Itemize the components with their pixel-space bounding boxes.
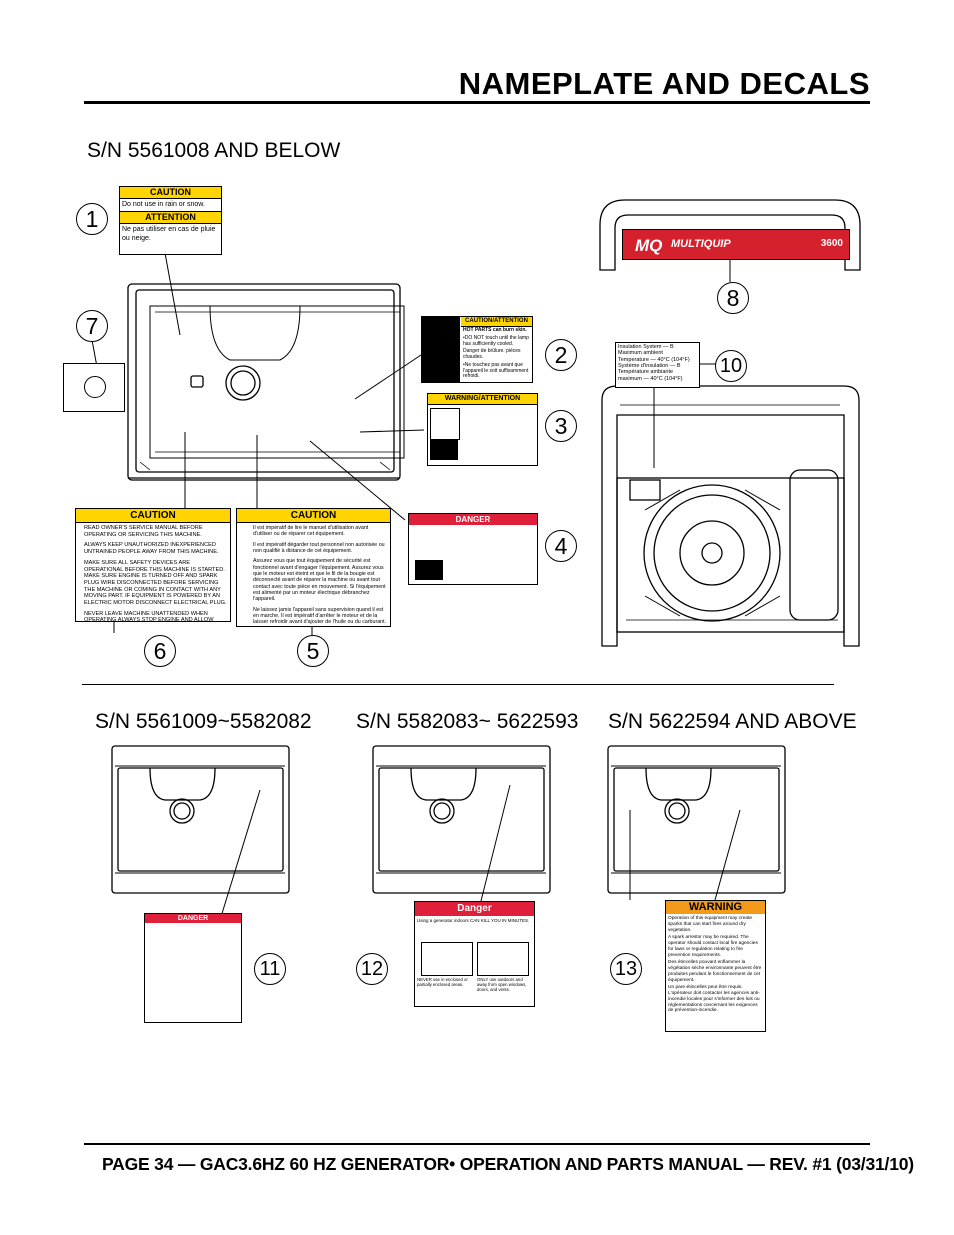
top-rule xyxy=(84,101,870,104)
house-icon xyxy=(421,942,473,976)
callout-1: 1 xyxy=(76,203,108,235)
decal-4-danger: DANGER xyxy=(408,513,538,585)
decal12-line3: ONLY use outdoors and away from open win… xyxy=(477,977,527,992)
decal2-line4: •Ne touchez pas avant que l'appareil le … xyxy=(463,361,529,380)
decal3-header: WARNING/ATTENTION xyxy=(428,394,537,405)
decal5-header: CAUTION xyxy=(237,509,390,523)
insulation-line: Température ambiante xyxy=(618,369,674,376)
insulation-line: maximum — 40°C (104°F) xyxy=(618,375,683,382)
page-title: NAMEPLATE AND DECALS xyxy=(458,66,870,101)
decal2-line1: HOT PARTS can burn skin. xyxy=(463,327,527,333)
decal-2-hot-parts: CAUTION/ATTENTION HOT PARTS can burn ski… xyxy=(421,316,533,383)
decal2-line3: Danger de brûlure. pièces chaudes. xyxy=(463,348,521,360)
decal6-item: ALWAYS KEEP UNAUTHORIZED INEXPERIENCED U… xyxy=(84,542,219,556)
outdoor-icon xyxy=(477,942,529,976)
shock-hazard-icon xyxy=(415,536,437,558)
burn-hazard-icon xyxy=(422,317,460,382)
decal6-item: READ OWNER'S SERVICE MANUAL BEFORE OPERA… xyxy=(84,525,203,538)
decal11-header: DANGER xyxy=(145,914,241,923)
callout-12: 12 xyxy=(356,953,388,985)
decal13-p4: Un pare-étincelles peut être requis. L'o… xyxy=(668,985,760,1014)
callout-10: 10 xyxy=(715,350,747,382)
insulation-line: Système d'insulation — B xyxy=(618,362,681,369)
page-footer: PAGE 34 — GAC3.6HZ 60 HZ GENERATOR• OPER… xyxy=(102,1154,914,1174)
decal6-item: MAKE SURE ALL SAFETY DEVICES ARE OPERATI… xyxy=(84,559,227,607)
section-label-2: S/N 5561009~5582082 xyxy=(95,710,312,733)
decal5-item: Il est impératif de lire le manuel d'uti… xyxy=(253,525,369,538)
decal5-item: Assurez vous que tout équipement de sécu… xyxy=(253,558,386,603)
section-label-4: S/N 5622594 AND ABOVE xyxy=(608,710,857,733)
mq-logo: MQ xyxy=(635,236,663,255)
section-divider xyxy=(82,684,834,685)
callout-6: 6 xyxy=(144,635,176,667)
bottom-rule xyxy=(84,1143,870,1145)
decal-5-caution-french: CAUTION Il est impératif de lire le manu… xyxy=(236,508,391,627)
decal12-line2: NEVER use in enclosed or partially enclo… xyxy=(417,977,468,987)
decal2-line2: •DO NOT touch until the lamp has suffici… xyxy=(463,334,529,347)
decal-13-warning-spark: WARNING Operation of this equipment may … xyxy=(665,900,766,1032)
decal13-p1: Operation of this equipment may create s… xyxy=(668,916,752,933)
decal2-header: CAUTION/ATTENTION xyxy=(461,317,532,327)
generator-handle-frame xyxy=(599,199,861,271)
decal-3-warning: WARNING/ATTENTION xyxy=(427,393,538,466)
callout-3: 3 xyxy=(545,410,577,442)
insulation-line: Temperature — 40°C (104°F) xyxy=(618,356,690,363)
insulation-line: Insulation System — B xyxy=(618,344,674,350)
callout-11: 11 xyxy=(254,953,286,985)
decal12-header: Danger xyxy=(415,902,534,916)
decal6-item: NEVER LEAVE MACHINE UNATTENDED WHEN OPER… xyxy=(84,610,214,622)
section-label-3: S/N 5582083~ 5622593 xyxy=(356,710,579,733)
callout-5: 5 xyxy=(297,635,329,667)
decal13-header: WARNING xyxy=(666,901,765,914)
exhaust-hazard-icon xyxy=(430,408,460,440)
generator-top-view-2 xyxy=(111,745,290,921)
callout-4: 4 xyxy=(545,530,577,562)
decal5-item: Ne laissez jamis l'appareil sans supervi… xyxy=(253,606,387,626)
callout-8: 8 xyxy=(717,282,749,314)
decal-1-rain-caution: CAUTION Do not use in rain or snow. ATTE… xyxy=(119,186,222,255)
callout-2: 2 xyxy=(545,339,577,371)
callout-13: 13 xyxy=(610,953,642,985)
decal-8-nameplate: MQ MULTIQUIP 3600 xyxy=(622,229,850,260)
caution-text: Do not use in rain or snow. xyxy=(122,201,205,208)
decal-6-caution-english: CAUTION READ OWNER'S SERVICE MANUAL BEFO… xyxy=(75,508,231,622)
generator-front-view xyxy=(601,385,860,647)
section-label-1: S/N 5561008 AND BELOW xyxy=(87,139,341,162)
exhaust-label-box xyxy=(430,440,458,460)
caution-header: CAUTION xyxy=(120,187,221,199)
decal4-header: DANGER xyxy=(409,514,537,525)
generator-top-view-3 xyxy=(372,745,551,906)
decal13-p3: Des étincelles pouvant enflammer la végé… xyxy=(668,960,762,983)
decal-11-danger: DANGER xyxy=(144,913,242,1023)
generator-top-view-4 xyxy=(607,745,786,901)
model-number: 3600 xyxy=(820,238,843,249)
decal13-p2: A spark arrestor may be required. The op… xyxy=(668,935,758,958)
decal-10-insulation: Insulation System — B Maximum ambient Te… xyxy=(615,342,700,388)
attention-header: ATTENTION xyxy=(120,211,221,225)
callout-7: 7 xyxy=(76,310,108,342)
decal12-line1: Using a generator indoors CAN KILL YOU I… xyxy=(417,918,530,923)
insulation-line: Maximum ambient xyxy=(618,350,663,357)
brand-name: MULTIQUIP xyxy=(671,238,731,250)
attention-text: Ne pas utiliser en cas de pluie ou neige… xyxy=(122,226,216,242)
shock-label-box xyxy=(415,560,443,580)
decal-12-danger-co: Danger Using a generator indoors CAN KIL… xyxy=(414,901,535,1007)
decal6-header: CAUTION xyxy=(76,509,230,523)
generator-top-view xyxy=(127,283,405,481)
decal5-item: Il est impératif dégarder tout personnel… xyxy=(253,541,385,555)
decal-7-switch xyxy=(63,363,125,412)
switch-dial-icon xyxy=(84,376,106,398)
